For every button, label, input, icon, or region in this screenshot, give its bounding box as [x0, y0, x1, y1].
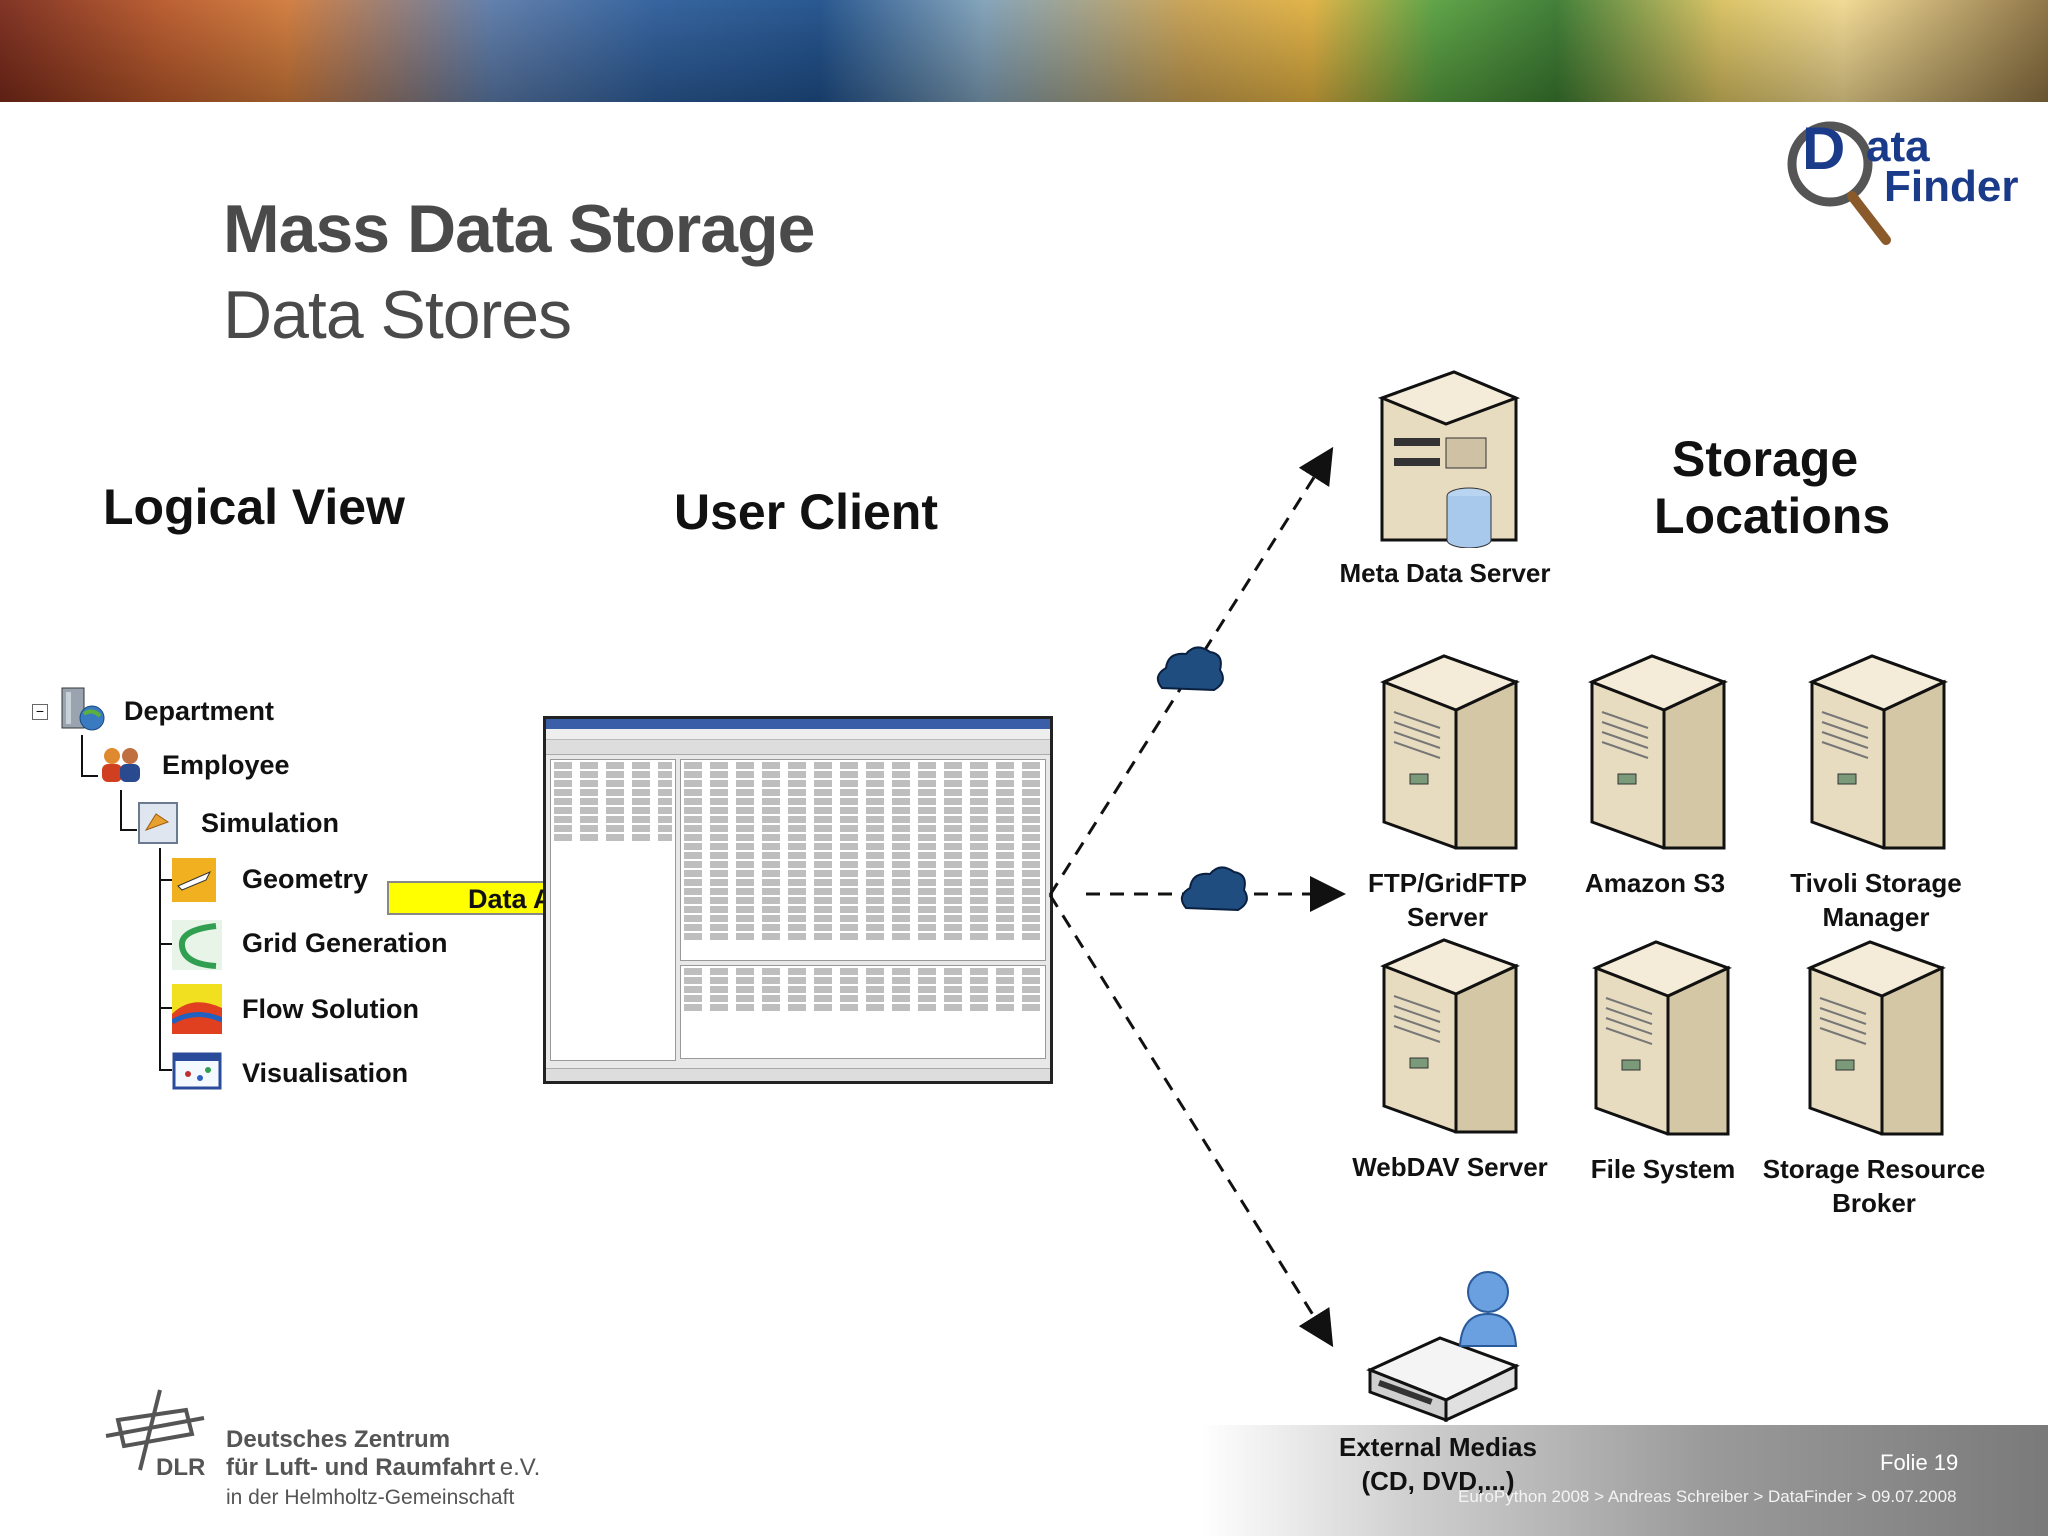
storage-locations-heading-2: Locations — [1654, 488, 1891, 544]
meta-data-server-label: Meta Data Server — [1339, 558, 1551, 588]
building-globe-icon — [61, 687, 105, 731]
tree-label-grid-generation: Grid Generation — [242, 928, 448, 958]
airplane-icon — [172, 858, 216, 902]
window-titlebar — [546, 719, 1050, 729]
external-medias-label: External Medias (CD, DVD,...) — [1300, 1430, 1576, 1498]
collapse-icon[interactable]: − — [32, 704, 48, 720]
network-cloud-icon — [1180, 866, 1248, 912]
user-client-heading: User Client — [674, 484, 938, 540]
dlr-name-line2-main: für Luft- und Raumfahrt — [226, 1454, 496, 1481]
srb-label-line1: Storage Resource — [1762, 1154, 1986, 1184]
ftp-server-label-line1: FTP/GridFTP — [1368, 868, 1527, 898]
tree-label-flow-solution: Flow Solution — [242, 994, 419, 1024]
dlr-name-suffix: e.V. — [499, 1454, 541, 1481]
grid-icon — [172, 920, 222, 970]
amazon-s3-server-icon — [1588, 654, 1728, 850]
people-icon — [102, 748, 140, 782]
logical-view-heading: Logical View — [103, 479, 405, 535]
webdav-label: WebDAV Server — [1352, 1152, 1548, 1182]
network-cloud-icon — [1156, 646, 1224, 692]
footer-band — [1200, 1425, 2048, 1536]
tivoli-label-line2: Manager — [1822, 902, 1930, 932]
dlr-logo-icon — [105, 1389, 205, 1471]
dlr-name-line1: Deutsches Zentrum — [226, 1426, 451, 1453]
simulation-icon — [138, 802, 178, 844]
logo-line2: Finder — [1884, 162, 2019, 211]
slide-number: Folie 19 — [1880, 1450, 1959, 1475]
slide-title: Mass Data Storage — [223, 191, 815, 267]
window-menubar — [546, 729, 1050, 740]
tree-label-department: Department — [124, 696, 275, 726]
ftp-server-icon — [1380, 654, 1520, 850]
server-view — [680, 759, 1046, 961]
ftp-server-label-line2: Server — [1407, 902, 1488, 932]
tree-label-visualisation: Visualisation — [242, 1058, 409, 1088]
file-system-server-icon — [1592, 940, 1732, 1136]
dlr-name-line2: für Luft- und Raumfahrt e.V. — [226, 1454, 540, 1482]
window-toolbar — [546, 740, 1050, 755]
srb-label-line2: Broker — [1832, 1188, 1916, 1218]
dlr-abbrev: DLR — [156, 1454, 206, 1481]
attributes-view — [680, 965, 1046, 1059]
window-statusbar — [546, 1068, 1050, 1081]
logo-letter: D — [1802, 115, 1846, 182]
meta-data-server-icon — [1377, 370, 1521, 548]
dlr-name-line3: in der Helmholtz-Gemeinschaft — [226, 1486, 515, 1509]
logo-line1: ata — [1866, 122, 1930, 171]
tree-label-simulation: Simulation — [201, 808, 340, 838]
external-medias-label-line1: External Medias — [1339, 1432, 1537, 1462]
tivoli-label: Tivoli Storage Manager — [1758, 866, 1994, 934]
srb-label: Storage Resource Broker — [1752, 1152, 1996, 1220]
external-media-icon — [1366, 1271, 1520, 1422]
slide-subtitle: Data Stores — [223, 277, 572, 353]
visualisation-icon — [172, 1052, 222, 1090]
footer-breadcrumb: EuroPython 2008 > Andreas Schreiber > Da… — [1458, 1487, 1957, 1506]
datafinder-logo: D ata Finder — [1780, 112, 2040, 247]
amazon-s3-label: Amazon S3 — [1584, 868, 1726, 898]
file-system-label: File System — [1590, 1154, 1736, 1184]
arrow-to-meta-data-server — [1048, 446, 1334, 896]
flow-icon — [172, 984, 222, 1034]
tivoli-server-icon — [1808, 654, 1948, 850]
webdav-server-icon — [1380, 938, 1520, 1134]
tree-label-geometry: Geometry — [242, 864, 369, 894]
magnifier-logo-icon — [1787, 121, 1891, 245]
storage-locations-heading-1: Storage — [1672, 431, 1859, 487]
file-system-view — [550, 759, 676, 1061]
tivoli-label-line1: Tivoli Storage — [1790, 868, 1962, 898]
header-banner — [0, 0, 2048, 102]
ftp-server-label: FTP/GridFTP Server — [1310, 866, 1585, 934]
arrow-to-external-medias — [1048, 894, 1334, 1348]
tree-label-employee: Employee — [162, 750, 290, 780]
external-medias-label-line2: (CD, DVD,...) — [1361, 1466, 1515, 1496]
srb-server-icon — [1806, 940, 1946, 1136]
